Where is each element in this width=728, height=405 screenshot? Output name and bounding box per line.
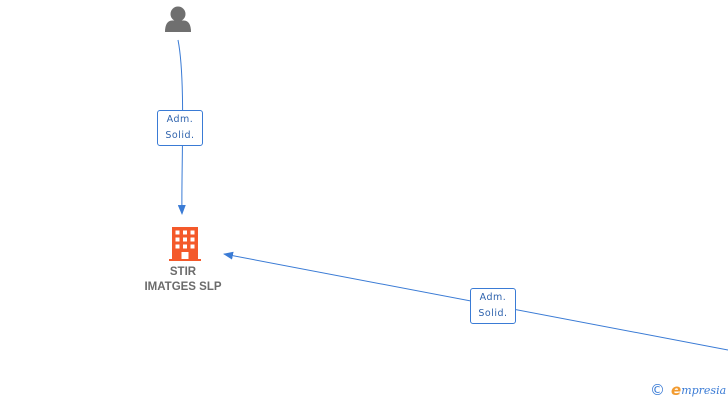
edge-label-external-company[interactable]: Adm. Solid. bbox=[470, 288, 516, 324]
edge-label-line2: Solid. bbox=[478, 308, 508, 319]
edge-label-line1: Adm. bbox=[479, 292, 507, 303]
company-name-line1: STIR bbox=[169, 266, 197, 278]
person-icon[interactable] bbox=[165, 6, 191, 33]
building-icon[interactable] bbox=[169, 227, 201, 261]
company-node-label[interactable]: STIR IMATGES SLP bbox=[133, 265, 233, 295]
brand-name: mpresia bbox=[681, 383, 727, 397]
brand-initial: e bbox=[671, 381, 682, 399]
edge-label-person-company[interactable]: Adm. Solid. bbox=[157, 110, 203, 146]
copyright-icon: © bbox=[650, 381, 665, 399]
company-name-line2: IMATGES SLP bbox=[144, 281, 222, 293]
edge-label-line1: Adm. bbox=[166, 114, 194, 125]
edge-label-line2: Solid. bbox=[165, 130, 195, 141]
